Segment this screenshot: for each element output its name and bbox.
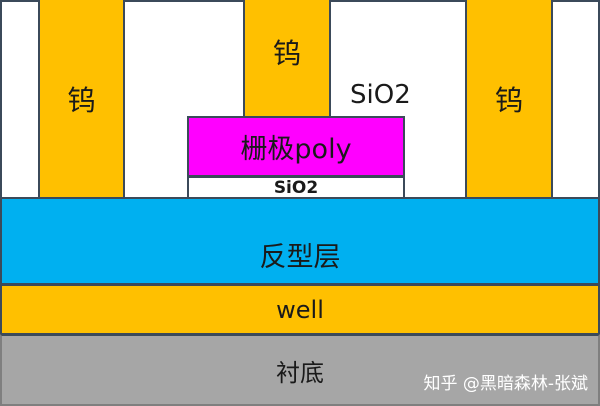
- substrate-layer: 衬底: [0, 334, 600, 406]
- oxide-region-label: SiO2: [350, 80, 411, 110]
- poly-gate-label: 栅极poly: [240, 134, 352, 165]
- inversion-layer: 反型层: [0, 197, 600, 285]
- substrate-layer-label: 衬底: [276, 358, 324, 387]
- tungsten-plug-right: 钨: [465, 0, 553, 199]
- inversion-layer-label: 反型层: [259, 242, 341, 273]
- gate-oxide: SiO2: [187, 176, 405, 199]
- tungsten-plug-left: 钨: [38, 0, 125, 199]
- tungsten-plug-right-label: 钨: [494, 83, 523, 117]
- well-layer: well: [0, 284, 600, 335]
- gate-oxide-label: SiO2: [273, 177, 319, 198]
- tungsten-plug-left-label: 钨: [67, 83, 96, 117]
- watermark-text: 知乎 @黑暗森林-张斌: [423, 374, 588, 394]
- poly-gate: 栅极poly: [187, 116, 405, 177]
- well-layer-label: well: [276, 295, 324, 324]
- tungsten-plug-middle-label: 钨: [272, 37, 301, 70]
- watermark: 知乎 @黑暗森林-张斌: [423, 369, 588, 394]
- tungsten-plug-middle: 钨: [243, 0, 331, 118]
